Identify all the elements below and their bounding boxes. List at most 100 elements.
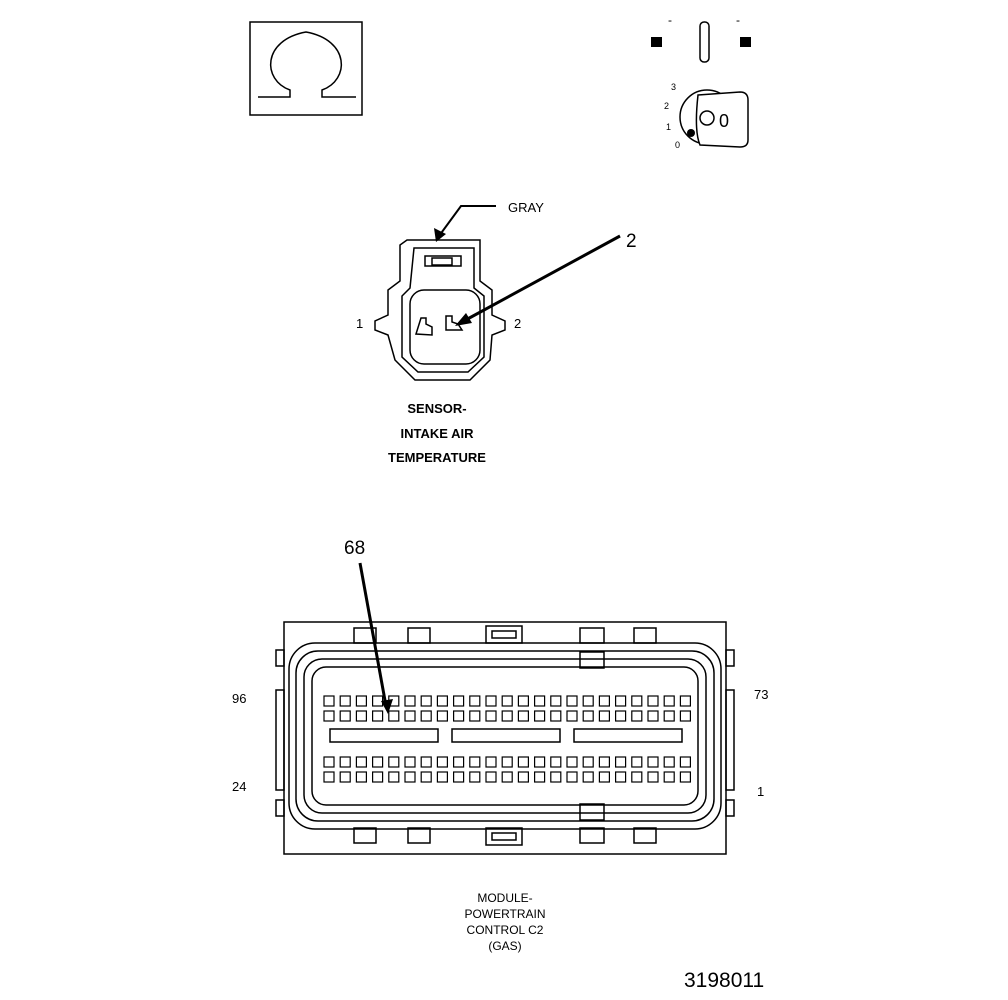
pin-cavity (323, 695, 335, 707)
pin-cavity (598, 710, 611, 722)
pin-cavity (501, 756, 513, 768)
pin-cavity (436, 710, 448, 722)
pin-cavity (372, 771, 384, 783)
pin-cavity (517, 695, 530, 707)
svg-text:-: - (668, 13, 672, 27)
pin-cavity (631, 771, 643, 783)
pin-cavity (598, 695, 611, 707)
color-leader (434, 205, 496, 242)
pcm-pin-grid (323, 695, 692, 783)
sensor-name-line-2: INTAKE AIR (401, 426, 475, 441)
pin-cavity (355, 756, 367, 768)
pin-cavity (647, 695, 659, 707)
pin-cavity (404, 756, 416, 768)
pin-cavity (582, 710, 594, 722)
pin-cavity (647, 771, 659, 783)
pin-cavity (631, 710, 643, 722)
pcm-name-line-4: (GAS) (488, 939, 521, 953)
pin-cavity (323, 756, 335, 768)
pin-cavity (550, 771, 562, 783)
omega-resistance-icon (249, 21, 363, 116)
pin-cavity (388, 756, 400, 768)
pin-cavity (339, 710, 351, 722)
pin-cavity (679, 695, 692, 707)
pin-cavity (517, 756, 530, 768)
pcm-pin-96-label: 96 (232, 691, 246, 706)
pin-cavity (469, 695, 481, 707)
pin-cavity (388, 771, 400, 783)
pin-cavity (663, 695, 675, 707)
pin-cavity (614, 710, 627, 722)
pin-cavity (533, 710, 546, 722)
pin-cavity (436, 756, 448, 768)
pin-cavity (598, 756, 611, 768)
pin-cavity (679, 756, 692, 768)
pin-cavity (501, 771, 513, 783)
pin-cavity (598, 771, 611, 783)
pin-cavity (420, 710, 432, 722)
pin-cavity (355, 710, 367, 722)
pin-cavity (501, 695, 513, 707)
pin-cavity (469, 710, 481, 722)
pin-cavity (388, 710, 400, 722)
pin-cavity (453, 710, 465, 722)
sensor-name-line-3: TEMPERATURE (388, 450, 486, 465)
pin-cavity (517, 710, 530, 722)
pin-cavity (355, 771, 367, 783)
pin-cavity (372, 710, 384, 722)
pin-cavity (323, 771, 335, 783)
pin-cavity (323, 710, 335, 722)
pin-cavity (372, 756, 384, 768)
pin-cavity (550, 695, 562, 707)
pin-cavity (566, 756, 578, 768)
ignition-position-0: 0 (675, 140, 680, 150)
pin-cavity (404, 710, 416, 722)
pin-cavity (663, 710, 675, 722)
pin-cavity (453, 771, 465, 783)
pin-cavity (566, 710, 578, 722)
pin-cavity (566, 695, 578, 707)
pin-cavity (663, 771, 675, 783)
pin-cavity (533, 756, 546, 768)
pin-cavity (485, 695, 497, 707)
pin-cavity (355, 695, 367, 707)
pin-cavity (517, 771, 530, 783)
pin-cavity (420, 756, 432, 768)
pin-cavity (485, 756, 497, 768)
pin-cavity (533, 771, 546, 783)
pcm-name-line-1: MODULE- (477, 891, 532, 905)
pin-cavity (339, 695, 351, 707)
pin-cavity (469, 756, 481, 768)
pcm-pin-73-label: 73 (754, 687, 768, 702)
pin-cavity (679, 771, 692, 783)
pin-cavity (501, 710, 513, 722)
ignition-position-2: 2 (664, 101, 669, 111)
pin-cavity (420, 695, 432, 707)
pin-cavity (614, 756, 627, 768)
pin-cavity (550, 756, 562, 768)
pin-cavity (614, 771, 627, 783)
pcm-name-line-2: POWERTRAIN (464, 907, 545, 921)
sensor-callout-number: 2 (626, 231, 637, 252)
sensor-pin-2-label: 2 (514, 316, 521, 331)
pin-cavity (533, 695, 546, 707)
pin-cavity (469, 771, 481, 783)
ignition-position-1: 1 (666, 122, 671, 132)
ignition-key-icon: - - 3 2 1 0 0 (651, 13, 751, 150)
pcm-callout-number: 68 (344, 538, 365, 559)
pin-cavity (631, 695, 643, 707)
sensor-pin-1-label: 1 (356, 316, 363, 331)
pin-cavity (404, 771, 416, 783)
sensor-connector-drawing (374, 239, 506, 381)
pin-cavity (339, 756, 351, 768)
pin-cavity (614, 695, 627, 707)
pin-cavity (436, 695, 448, 707)
pin-cavity (436, 771, 448, 783)
ignition-key-label: 0 (719, 111, 729, 131)
pin-cavity (485, 710, 497, 722)
pin-cavity (566, 771, 578, 783)
pin-cavity (663, 756, 675, 768)
pin-cavity (339, 771, 351, 783)
sensor-callout-arrow (455, 234, 621, 326)
